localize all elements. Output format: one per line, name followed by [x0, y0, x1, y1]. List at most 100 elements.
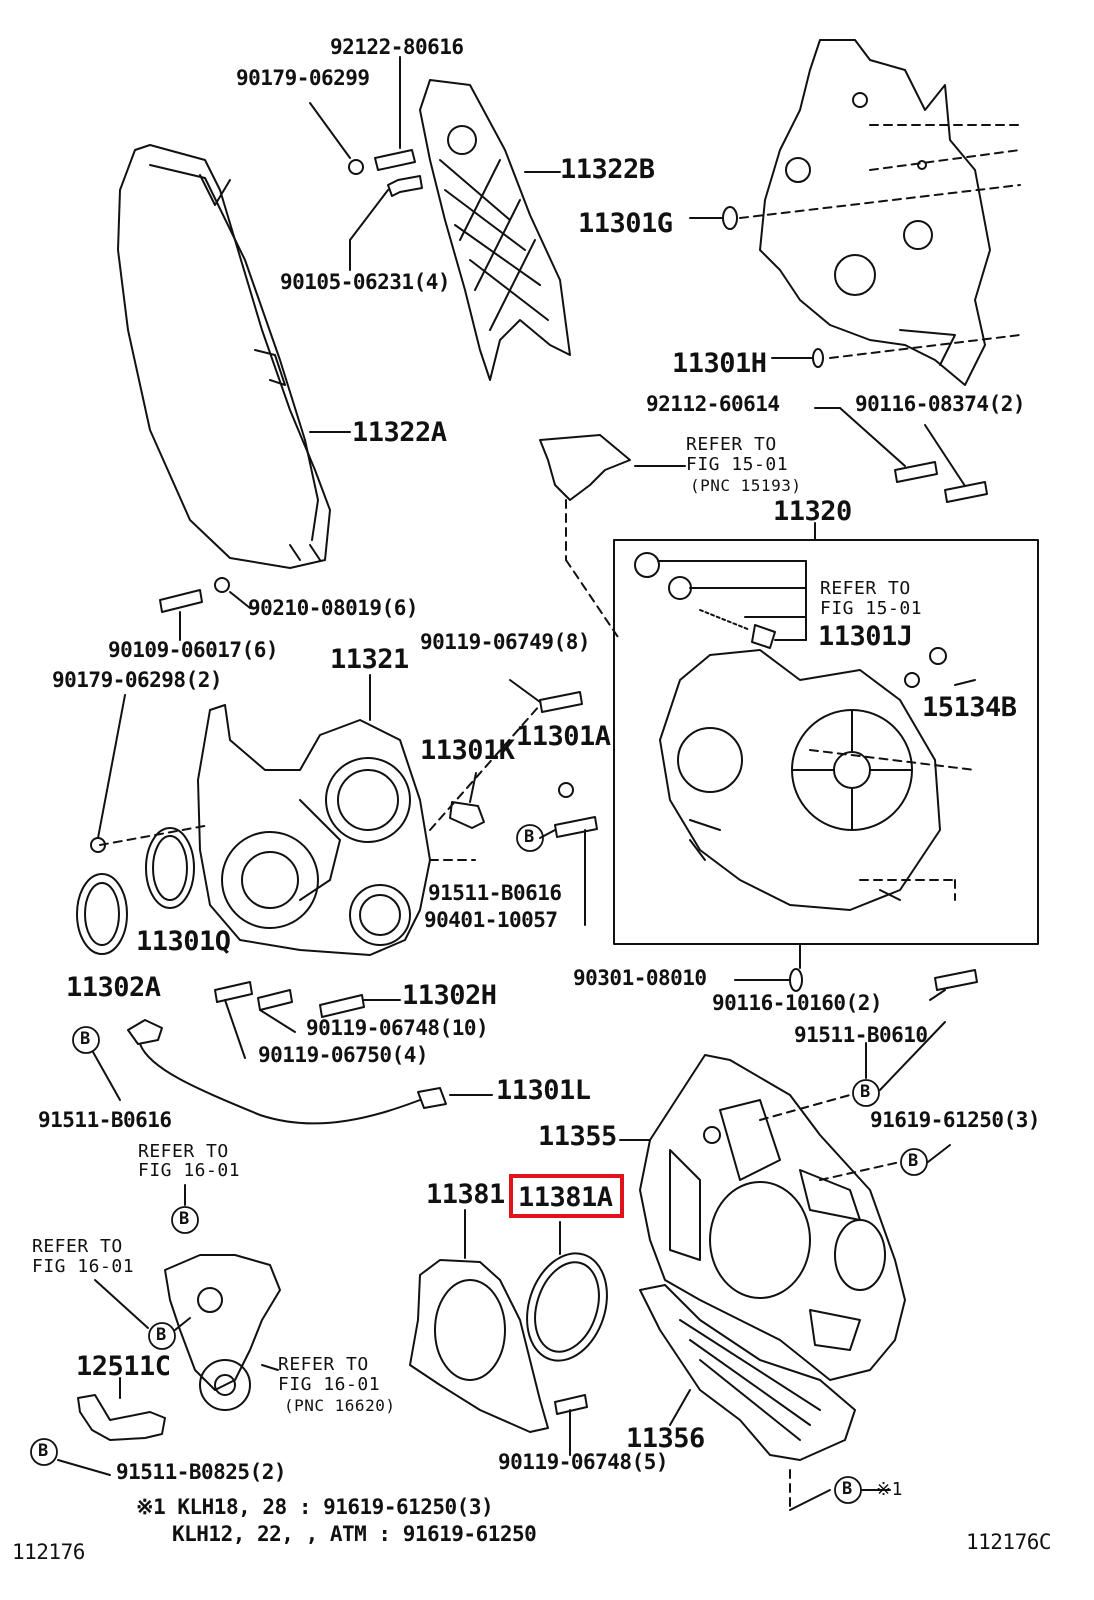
- b-marker: [900, 1148, 928, 1176]
- part-label-11301q[interactable]: 11301Q: [136, 926, 231, 957]
- bolt-90119-06748-5: [554, 1394, 588, 1456]
- part-label-11381a[interactable]: 11381A: [518, 1182, 613, 1213]
- footnote-line-2: KLH12, 22, , ATM : 91619-61250: [172, 1522, 537, 1546]
- part-label-90119-06748-10[interactable]: 90119-06748(10): [306, 1016, 489, 1040]
- refer-16-01-b-line1: REFER TO: [32, 1236, 123, 1257]
- refer-15-01-line1: REFER TO: [686, 434, 777, 455]
- b-marker-label: B: [860, 1082, 871, 1102]
- pulley-bracket-12511c: [77, 1254, 281, 1441]
- part-label-90119-06749[interactable]: 90119-06749(8): [420, 630, 591, 654]
- plate-11356: [639, 1284, 856, 1511]
- asterisk-ref: ※1: [876, 1479, 903, 1500]
- part-label-92112-60614[interactable]: 92112-60614: [646, 392, 780, 416]
- part-label-11355[interactable]: 11355: [538, 1121, 617, 1152]
- part-label-92122-80616[interactable]: 92122-80616: [330, 35, 464, 59]
- b-marker-label: B: [38, 1441, 49, 1461]
- part-label-11356[interactable]: 11356: [626, 1423, 705, 1454]
- oil-pump-box: [613, 539, 1039, 945]
- part-label-90109-06017[interactable]: 90109-06017(6): [108, 638, 279, 662]
- refer-15-01-b-line2[interactable]: FIG 15-01: [820, 598, 923, 619]
- highlight-box-11381a: [509, 1174, 624, 1218]
- oil-seal-11302a: [76, 873, 128, 955]
- part-label-11301h[interactable]: 11301H: [672, 348, 767, 379]
- part-label-11301k[interactable]: 11301K: [420, 735, 515, 766]
- refer-16-01-c-line1: REFER TO: [278, 1354, 369, 1375]
- part-label-90116-08374[interactable]: 90116-08374(2): [855, 392, 1026, 416]
- part-label-91511-b0825[interactable]: 91511-B0825(2): [116, 1460, 287, 1484]
- part-label-11322a[interactable]: 11322A: [352, 417, 447, 448]
- oil-pump-11320: [634, 552, 976, 911]
- b-marker: [30, 1438, 58, 1466]
- b-marker-label: B: [179, 1209, 190, 1229]
- part-label-15134b[interactable]: 15134B: [922, 692, 1017, 723]
- b-marker: [516, 824, 544, 852]
- b-marker-group: [30, 824, 928, 1504]
- part-label-11322b[interactable]: 11322B: [560, 154, 655, 185]
- part-label-11320[interactable]: 11320: [773, 496, 852, 527]
- b-marker-label: B: [842, 1479, 853, 1499]
- b-marker: [148, 1322, 176, 1350]
- marker-leaders: [57, 829, 951, 1491]
- o-ring-90301-08010: [734, 944, 978, 1001]
- part-label-90401-10057[interactable]: 90401-10057: [424, 908, 558, 932]
- part-label-90179-06299[interactable]: 90179-06299: [236, 66, 370, 90]
- part-label-12511c[interactable]: 12511C: [76, 1351, 171, 1382]
- part-label-90301-08010[interactable]: 90301-08010: [573, 966, 707, 990]
- b-marker-label: B: [908, 1151, 919, 1171]
- refer-15-01-line2[interactable]: FIG 15-01: [686, 454, 789, 475]
- figure-id-right: 112176C: [966, 1530, 1052, 1554]
- seal-retainer-11381: [409, 1209, 549, 1433]
- refer-16-01-b-line2[interactable]: FIG 16-01: [32, 1256, 135, 1277]
- part-label-90179-06298[interactable]: 90179-06298(2): [52, 668, 223, 692]
- b-marker: [171, 1206, 199, 1234]
- b-marker: [834, 1476, 862, 1504]
- rear-plate-11355: [619, 1054, 906, 1381]
- timing-cover-11322b: [419, 79, 571, 381]
- part-label-11301l[interactable]: 11301L: [496, 1075, 591, 1106]
- oil-seal-11381a: [526, 1221, 608, 1362]
- part-label-11302h[interactable]: 11302H: [402, 980, 497, 1011]
- part-label-11301g[interactable]: 11301G: [578, 208, 673, 239]
- refer-15-01-pnc: (PNC 15193): [690, 476, 802, 495]
- part-label-11302a[interactable]: 11302A: [66, 972, 161, 1003]
- b-marker-label: B: [80, 1029, 91, 1049]
- part-label-91511-b0616-a[interactable]: 91511-B0616: [428, 881, 562, 905]
- refer-16-01-c-pnc: (PNC 16620): [284, 1396, 396, 1415]
- b-marker: [852, 1079, 880, 1107]
- part-label-90210-08019[interactable]: 90210-08019(6): [248, 596, 419, 620]
- bolt-group-middle: [159, 577, 598, 1059]
- part-label-90119-06748-5[interactable]: 90119-06748(5): [498, 1450, 669, 1474]
- part-label-90105-06231[interactable]: 90105-06231(4): [280, 270, 451, 294]
- figure-id-left: 112176: [12, 1540, 85, 1564]
- refer-16-01-a-line1: REFER TO: [138, 1141, 229, 1162]
- part-label-11301j[interactable]: 11301J: [818, 621, 913, 652]
- footnote-line-1: ※1 KLH18, 28 : 91619-61250(3): [136, 1495, 494, 1519]
- bolt-group-top: [309, 56, 423, 271]
- refer-16-01-c-line2[interactable]: FIG 16-01: [278, 1374, 381, 1395]
- b-marker-label: B: [524, 827, 535, 847]
- timing-case-11321: [99, 674, 541, 956]
- part-label-11321[interactable]: 11321: [330, 644, 409, 675]
- engine-block: [739, 39, 1021, 386]
- sensor-cable-11301l: [127, 1019, 493, 1125]
- o-ring-11301g: [689, 206, 738, 230]
- b-marker-label: B: [156, 1325, 167, 1345]
- timing-cover-11322a: [117, 144, 351, 569]
- part-label-90116-10160[interactable]: 90116-10160(2): [712, 991, 883, 1015]
- oil-pump-outlet: [539, 434, 686, 641]
- stud-bolts-right: [814, 407, 988, 503]
- sensor-11301k: [449, 772, 574, 829]
- part-label-11381[interactable]: 11381: [426, 1179, 505, 1210]
- part-label-91511-b0610[interactable]: 91511-B0610: [794, 1023, 928, 1047]
- refer-15-01-b-line1: REFER TO: [820, 578, 911, 599]
- part-label-90119-06750[interactable]: 90119-06750(4): [258, 1043, 429, 1067]
- refer-16-01-a-line2[interactable]: FIG 16-01: [138, 1160, 241, 1181]
- o-ring-11301h: [771, 348, 824, 368]
- part-label-11301a[interactable]: 11301A: [516, 721, 611, 752]
- part-label-91511-b0616-b[interactable]: 91511-B0616: [38, 1108, 172, 1132]
- b-marker: [72, 1026, 100, 1054]
- part-label-91619-61250[interactable]: 91619-61250(3): [870, 1108, 1041, 1132]
- oil-seal-11301q: [145, 827, 195, 909]
